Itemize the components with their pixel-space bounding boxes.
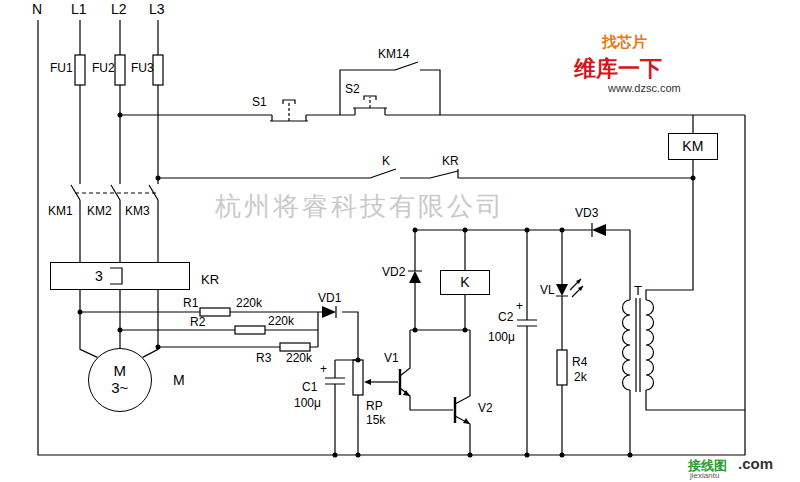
node-caption: M — [173, 373, 185, 388]
component-label: 2k — [574, 371, 587, 384]
component-label: 100μ — [294, 397, 321, 410]
node-text: M 3~ — [109, 363, 131, 396]
component-label: KM3 — [125, 205, 150, 218]
relay-coil-box: K — [440, 270, 490, 295]
component-label: KM14 — [378, 48, 409, 61]
component-label: S1 — [252, 96, 267, 109]
component-label: V1 — [384, 352, 399, 365]
component-label: KM2 — [87, 205, 112, 218]
site-logo-text: 维库一下 — [574, 57, 662, 80]
component-label: VD3 — [575, 207, 598, 220]
component-label: S2 — [345, 83, 360, 96]
component-label: RP — [366, 400, 383, 413]
component-label: L3 — [149, 2, 165, 17]
component-label: L1 — [71, 2, 87, 17]
component-label: KM1 — [48, 205, 73, 218]
component-label: L2 — [111, 2, 127, 17]
site-logo-text: jiexiantu — [690, 472, 719, 480]
thermal-relay-box: 3KR — [50, 262, 190, 290]
component-label: 220k — [286, 352, 312, 365]
component-label: R1 — [183, 297, 198, 310]
component-label: 15k — [366, 414, 385, 427]
node-text: 3 — [95, 269, 103, 284]
node-caption: KR — [201, 273, 219, 287]
component-label: VD1 — [318, 292, 341, 305]
component-label: KR — [442, 155, 459, 168]
component-label: R4 — [572, 356, 587, 369]
component-label: 220k — [268, 315, 294, 328]
site-logo-text: 接线图 — [688, 459, 727, 473]
component-label: + — [516, 300, 523, 313]
component-label: C1 — [302, 381, 317, 394]
component-label: T — [634, 284, 642, 298]
motor-supply-wire — [119, 290, 120, 348]
site-logo-text: 找芯片 — [602, 34, 647, 50]
component-label: VL — [540, 284, 555, 297]
component-label: FU2 — [92, 62, 115, 75]
component-label: R2 — [190, 316, 205, 329]
node-text: K — [460, 275, 469, 290]
motor-circle: M 3~M — [88, 348, 152, 412]
node-text: KM — [682, 139, 703, 154]
component-label: C2 — [498, 311, 513, 324]
motor-supply-wire — [80, 290, 97, 357]
component-label: N — [32, 2, 42, 17]
component-label: 220k — [236, 297, 262, 310]
component-label: R3 — [256, 352, 271, 365]
relay-coil-box: KM — [668, 133, 718, 160]
component-label: 100μ — [488, 331, 515, 344]
site-logo-text: www.dzsc.com — [608, 83, 681, 95]
motor-supply-wire — [143, 290, 158, 357]
component-label: FU3 — [131, 62, 154, 75]
component-label: + — [320, 363, 327, 376]
component-label: VD2 — [382, 266, 405, 279]
site-logo-text: .com — [738, 456, 773, 472]
component-label: K — [382, 155, 390, 168]
component-label: FU1 — [50, 62, 73, 75]
component-label: V2 — [478, 402, 493, 415]
watermark: 杭州将睿科技有限公司 — [215, 193, 505, 220]
